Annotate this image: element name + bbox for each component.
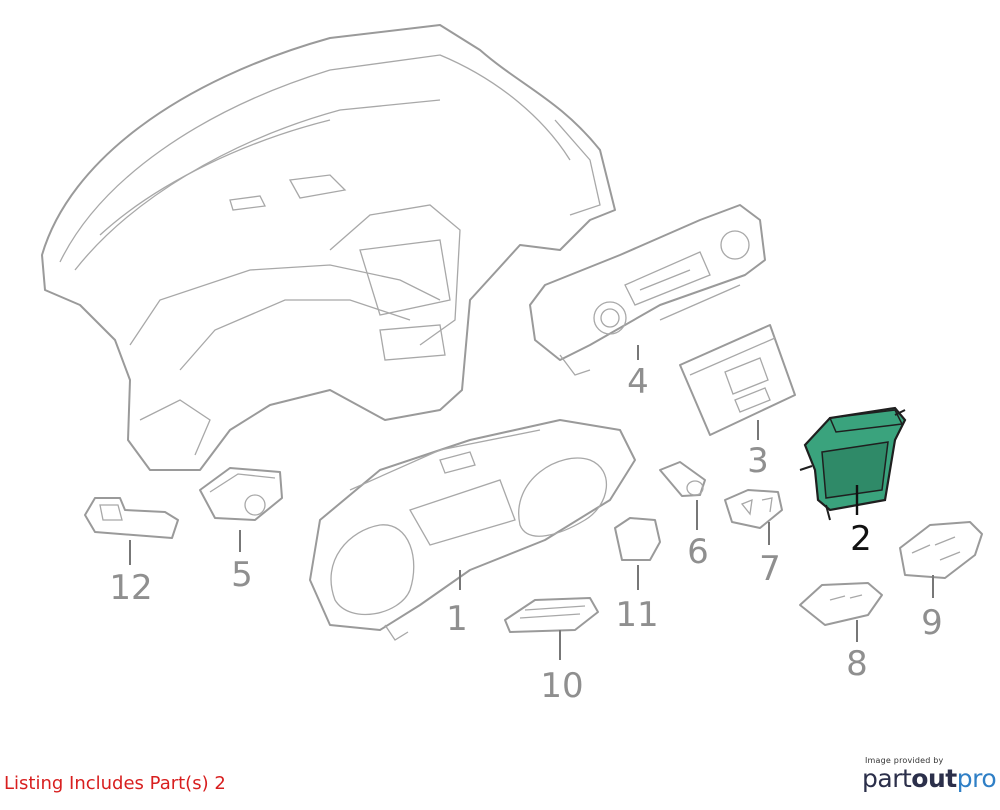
- part-2-display-unit-drawing: [799, 406, 907, 521]
- part-11-cap-drawing: [614, 517, 661, 561]
- listing-includes-text: Listing Includes Part(s) 2: [4, 773, 226, 794]
- image-credit: Image provided by partoutpro: [862, 756, 997, 793]
- part-8-switch-drawing: [799, 582, 883, 626]
- callout-9: 9: [921, 603, 943, 643]
- callout-6: 6: [687, 532, 709, 572]
- callout-5: 5: [231, 555, 253, 595]
- partoutpro-logo: partoutpro: [862, 764, 997, 793]
- callout-11: 11: [615, 595, 658, 635]
- logo-pro: pro: [956, 764, 997, 793]
- part-5-switch-drawing: [199, 467, 283, 521]
- part-3-switch-panel-drawing: [679, 324, 796, 436]
- callout-4: 4: [627, 362, 649, 402]
- part-6-socket-drawing: [659, 461, 706, 497]
- dashboard-panel-drawing: [41, 24, 616, 471]
- callout-3: 3: [747, 441, 769, 481]
- logo-part: part: [862, 764, 912, 793]
- part-7-switch-drawing: [724, 489, 783, 529]
- part-12-bracket-drawing: [84, 497, 179, 539]
- logo-out: out: [911, 764, 957, 793]
- callout-8: 8: [846, 644, 868, 684]
- callout-12: 12: [109, 568, 152, 608]
- part-10-tray-drawing: [504, 597, 599, 633]
- callout-2: 2: [850, 519, 872, 559]
- image-credit-caption: Image provided by: [865, 756, 944, 765]
- part-1-instrument-cluster-drawing: [309, 419, 636, 641]
- callout-10: 10: [540, 666, 583, 706]
- callout-7: 7: [759, 549, 781, 589]
- part-9-switch-bank-drawing: [899, 521, 983, 579]
- callout-1: 1: [446, 599, 468, 639]
- part-4-climate-control-drawing: [529, 204, 766, 376]
